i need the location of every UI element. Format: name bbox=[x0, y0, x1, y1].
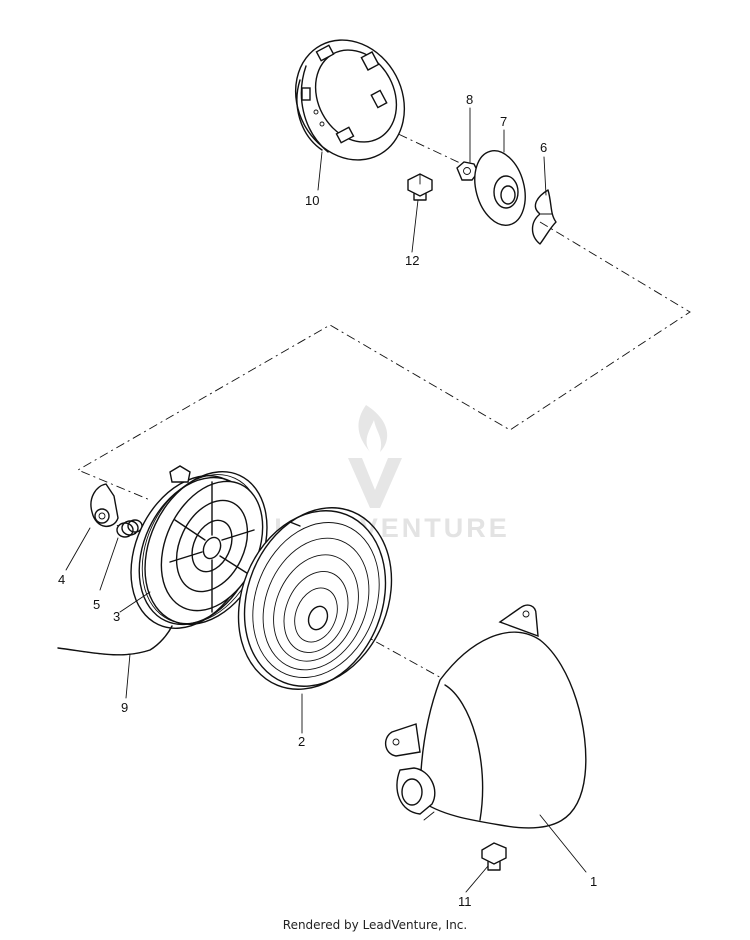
leader-lines bbox=[65, 107, 587, 893]
spring-clip-part-6 bbox=[531, 189, 557, 245]
callout-11: 11 bbox=[458, 894, 472, 909]
callout-labels: 1 2 3 4 5 6 7 8 9 10 11 12 bbox=[58, 92, 597, 909]
callout-7: 7 bbox=[500, 114, 507, 129]
callout-1: 1 bbox=[590, 874, 597, 889]
recoil-spring-part-2 bbox=[237, 507, 393, 690]
callout-6: 6 bbox=[540, 140, 547, 155]
starter-cover-part-1 bbox=[385, 604, 587, 829]
callout-10: 10 bbox=[305, 193, 319, 208]
callout-3: 3 bbox=[113, 609, 120, 624]
footer-credit: Rendered by LeadVenture, Inc. bbox=[282, 918, 468, 932]
bolt-part-11 bbox=[481, 842, 507, 871]
callout-2: 2 bbox=[298, 734, 305, 749]
callout-12: 12 bbox=[405, 253, 419, 268]
ratchet-plate-part-7 bbox=[474, 150, 526, 226]
starter-rope-part-9 bbox=[57, 625, 173, 656]
callout-8: 8 bbox=[466, 92, 473, 107]
pulley-cup-part-10 bbox=[294, 39, 406, 161]
callout-9: 9 bbox=[121, 700, 128, 715]
callout-5: 5 bbox=[93, 597, 100, 612]
pawl-part-4 bbox=[90, 483, 119, 527]
bolt-part-12 bbox=[407, 173, 433, 201]
callout-4: 4 bbox=[58, 572, 65, 587]
